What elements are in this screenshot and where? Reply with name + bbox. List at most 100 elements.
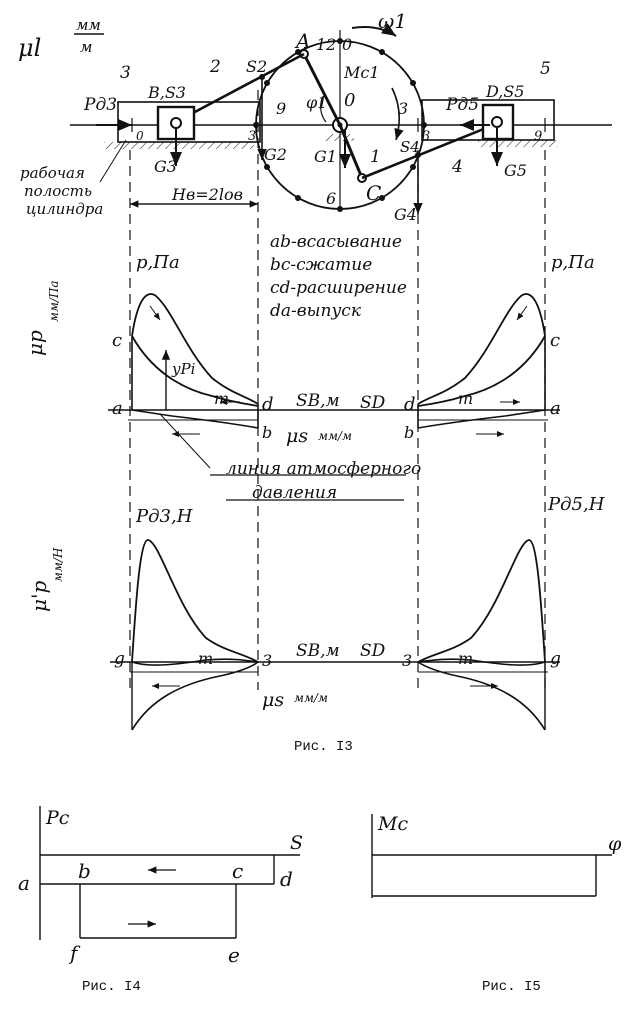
fig15-caption: Рис. I5 bbox=[482, 979, 541, 995]
pv-mu-p-unit: мм/Па bbox=[47, 280, 61, 322]
crank-pos-dot bbox=[410, 80, 416, 86]
fig15-mc-label: Mc bbox=[377, 813, 408, 835]
force-left-3-label: 3 bbox=[262, 651, 272, 670]
force-left-m-label: m bbox=[198, 649, 213, 668]
force-right-m-label: m bbox=[458, 649, 473, 668]
label-d-s5: D,S5 bbox=[485, 82, 524, 101]
pv-left-curve-arrow bbox=[149, 305, 161, 321]
force-left-gravity-curve bbox=[131, 661, 259, 731]
force-right-title: Pд5,H bbox=[547, 494, 605, 515]
pv-sb-label: SB,м bbox=[296, 391, 340, 411]
force-mu-p-label: μ'p bbox=[27, 581, 51, 612]
crank-pos-dot bbox=[379, 49, 385, 55]
right-ground-hatch bbox=[478, 140, 558, 147]
fig14: Pc S a b c d f e Рис. I4 bbox=[18, 806, 303, 995]
label-stroke: Hв=2lов bbox=[171, 185, 243, 204]
crank-pos-dot bbox=[379, 195, 385, 201]
fig14-a-label: a bbox=[18, 871, 30, 895]
label-link-4: 4 bbox=[451, 157, 463, 177]
pv-left-c-label: c bbox=[112, 330, 122, 351]
fig14-c-label: c bbox=[232, 859, 243, 883]
pv-right-compression-curve bbox=[417, 335, 546, 407]
caption-fig13: Рис. I3 bbox=[294, 739, 353, 755]
label-tick-left-3: 3 bbox=[248, 129, 256, 144]
label-link-5: 5 bbox=[540, 59, 551, 79]
force-left-upper-curve bbox=[131, 539, 259, 663]
indicator-diagrams: p,Па p,Па μp мм/Па yPi c a m d b SB,м SD… bbox=[23, 252, 595, 503]
fig15: Mc φ Рис. I5 bbox=[371, 813, 622, 995]
pv-right-curve-arrow bbox=[516, 305, 528, 321]
force-mu-s-unit: мм/м bbox=[294, 691, 328, 705]
pv-right-a-label: a bbox=[550, 398, 561, 419]
legend-da: da-выпуск bbox=[270, 301, 362, 321]
label-mc1: Mc1 bbox=[343, 63, 380, 82]
pv-left-m-label: m bbox=[214, 389, 229, 408]
joint-d bbox=[491, 116, 503, 128]
pv-left-b-label: b bbox=[262, 423, 272, 442]
connecting-rod-4 bbox=[361, 122, 497, 180]
atm-line2: давления bbox=[252, 483, 337, 503]
left-ground-hatch bbox=[104, 142, 254, 149]
legend-cd: cd-расширение bbox=[270, 278, 407, 298]
label-g3: G3 bbox=[154, 157, 177, 176]
pv-left-expansion-curve bbox=[131, 293, 259, 405]
label-nine-left: 9 bbox=[276, 99, 286, 118]
force-right-gravity-curve bbox=[417, 661, 546, 731]
pv-right-d-label: d bbox=[404, 394, 416, 415]
label-six: 6 bbox=[326, 189, 336, 208]
pv-left-d-label: d bbox=[262, 394, 274, 415]
pivot-ground-hatch bbox=[326, 134, 354, 141]
label-zero-top: 0 bbox=[342, 35, 352, 54]
pv-right-b-label: b bbox=[404, 423, 414, 442]
pv-mu-p-label: μp bbox=[23, 330, 47, 356]
fig14-b-label: b bbox=[78, 859, 91, 883]
label-link-1: 1 bbox=[370, 147, 381, 167]
pv-right-m-label: m bbox=[458, 389, 473, 408]
crank-pos-dot bbox=[410, 164, 416, 170]
pv-right-c-label: c bbox=[550, 330, 560, 351]
label-link-2: 2 bbox=[209, 57, 221, 77]
omega-arrow bbox=[351, 23, 397, 37]
label-a: A bbox=[294, 29, 310, 53]
label-pd5: Pд5 bbox=[445, 95, 479, 115]
fig14-caption: Рис. I4 bbox=[82, 979, 141, 995]
force-sb-label: SB,м bbox=[296, 641, 340, 661]
crank-positions bbox=[253, 38, 427, 212]
force-right-upper-curve bbox=[417, 539, 546, 663]
pv-mu-s-label: μs bbox=[286, 425, 308, 447]
projection-lines bbox=[129, 90, 546, 690]
scale-mu-l: μl bbox=[18, 34, 41, 62]
omega-label: ω1 bbox=[378, 9, 407, 33]
label-tick-left-0: 0 bbox=[136, 129, 144, 143]
legend-bc: bc-сжатие bbox=[270, 255, 372, 275]
force-sd-label: SD bbox=[360, 641, 386, 661]
label-g5: G5 bbox=[504, 161, 527, 180]
atm-leader bbox=[159, 413, 211, 469]
connecting-rod-2 bbox=[175, 52, 305, 124]
pv-ypi-label: yPi bbox=[171, 360, 196, 378]
force-left-lower-curve bbox=[131, 658, 259, 666]
force-right-3-label: 3 bbox=[402, 651, 412, 670]
fig14-pc-label: Pc bbox=[45, 807, 70, 829]
fig15-phi-label: φ bbox=[608, 833, 622, 855]
crank-pos-dot bbox=[264, 164, 270, 170]
force-mu-p-unit: мм/H bbox=[51, 547, 65, 582]
force-right-lower-curve bbox=[417, 658, 546, 666]
work-volume-leader bbox=[99, 139, 127, 183]
crank-pos-dot bbox=[337, 38, 343, 44]
force-right-g-label: g bbox=[550, 649, 561, 669]
label-c: C bbox=[366, 181, 381, 205]
moment-mc1-arrow bbox=[391, 87, 404, 141]
crank-pos-dot bbox=[264, 80, 270, 86]
pv-right-expansion-curve bbox=[417, 293, 546, 405]
mechanism: μl мм м ω1 bbox=[18, 9, 612, 224]
pv-right-suction-line bbox=[417, 409, 546, 429]
crank-pos-dot bbox=[337, 206, 343, 212]
label-three-right: 3 bbox=[398, 99, 408, 118]
force-left-g-label: g bbox=[114, 649, 125, 669]
label-g4: G4 bbox=[394, 205, 417, 224]
fig14-s-label: S bbox=[290, 832, 303, 854]
label-s4: S4 bbox=[400, 138, 420, 156]
pv-right-p-label: p,Па bbox=[551, 252, 595, 273]
